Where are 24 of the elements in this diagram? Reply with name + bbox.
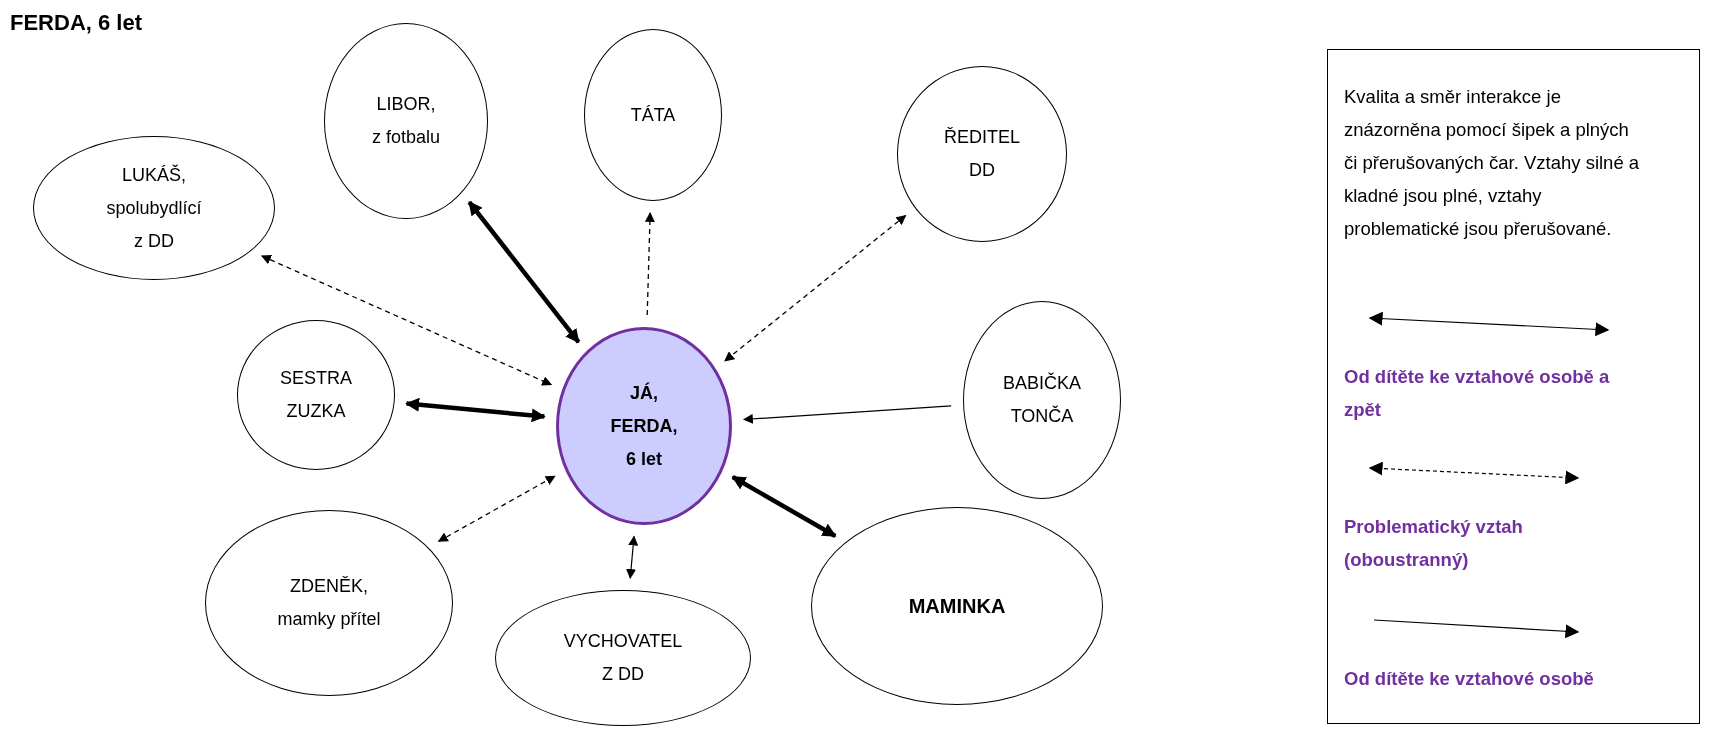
person-name: VYCHOVATEL Z DD: [562, 630, 684, 686]
person-name: TÁTA: [629, 103, 677, 127]
person-name: LUKÁŠ, spolubydlící z DD: [105, 163, 203, 253]
arrow: [405, 397, 546, 423]
legend-text: Od dítěte ke vztahové osobě a zpět: [1344, 365, 1611, 422]
arrow: [742, 405, 952, 424]
arrow: [731, 475, 837, 538]
dashed-arrow: [437, 475, 556, 542]
legend-text: Od dítěte ke vztahové osobě: [1344, 667, 1595, 691]
diagram-title: FERDA, 6 let: [10, 10, 143, 36]
person-name: SESTRA ZUZKA: [279, 367, 353, 423]
dashed-arrow: [644, 211, 655, 316]
person-name: MAMINKA: [907, 593, 1007, 619]
arrow: [626, 535, 639, 580]
arrow: [467, 200, 581, 344]
person-name: LIBOR, z fotbalu: [370, 93, 441, 149]
person-name: BABIČKA TONČA: [1002, 371, 1082, 428]
person-name: ŘEDITEL DD: [943, 126, 1021, 182]
dashed-arrow: [260, 255, 553, 386]
person-name: JÁ, FERDA, 6 let: [609, 381, 679, 471]
dashed-arrow: [724, 214, 907, 362]
person-name: ZDENĚK, mamky přítel: [276, 575, 382, 631]
legend-text: Problematický vztah (oboustranný): [1344, 515, 1524, 572]
explanation-note: Kvalita a směr interakce je znázorněna pomocí šipek a plných či přerušovaných čar. Vztahy silné a kladné jsou plné, vztahy problematické jsou přerušované.: [1344, 85, 1641, 241]
